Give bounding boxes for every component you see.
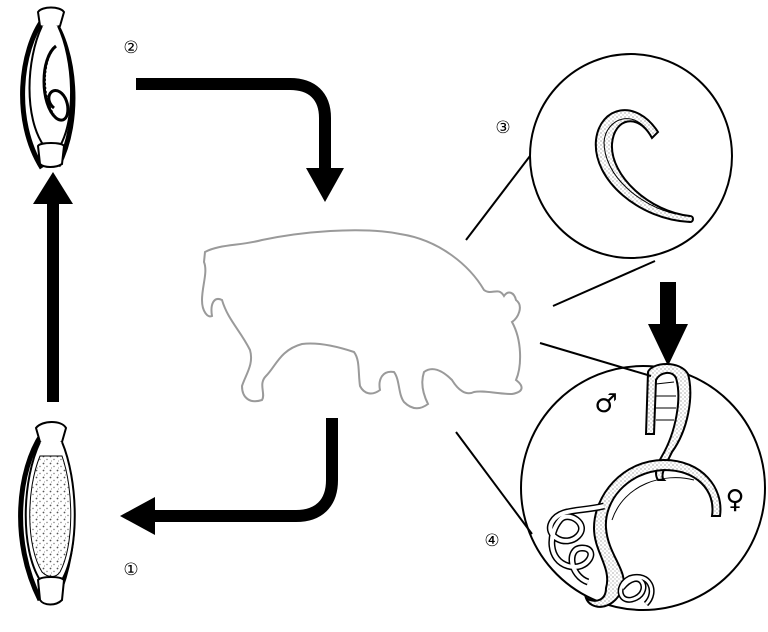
male-symbol: ♂	[594, 389, 617, 419]
stage-2-label: ②	[123, 38, 138, 58]
stage-3-label: ③	[495, 118, 510, 138]
adult-worms-circle	[520, 363, 766, 611]
larva-circle	[529, 53, 733, 259]
arrow-larva-to-adult	[648, 282, 688, 366]
stage-1-label: ①	[123, 560, 138, 580]
stage-4-label: ④	[484, 531, 499, 551]
arrow-pig-to-egg	[120, 418, 338, 535]
unembryonated-egg	[18, 421, 76, 606]
pig-host	[200, 229, 523, 410]
female-symbol: ♀	[725, 485, 744, 515]
arrow-egg-to-pig	[136, 78, 344, 202]
arrow-up	[33, 172, 73, 402]
embryonated-egg	[20, 6, 76, 170]
